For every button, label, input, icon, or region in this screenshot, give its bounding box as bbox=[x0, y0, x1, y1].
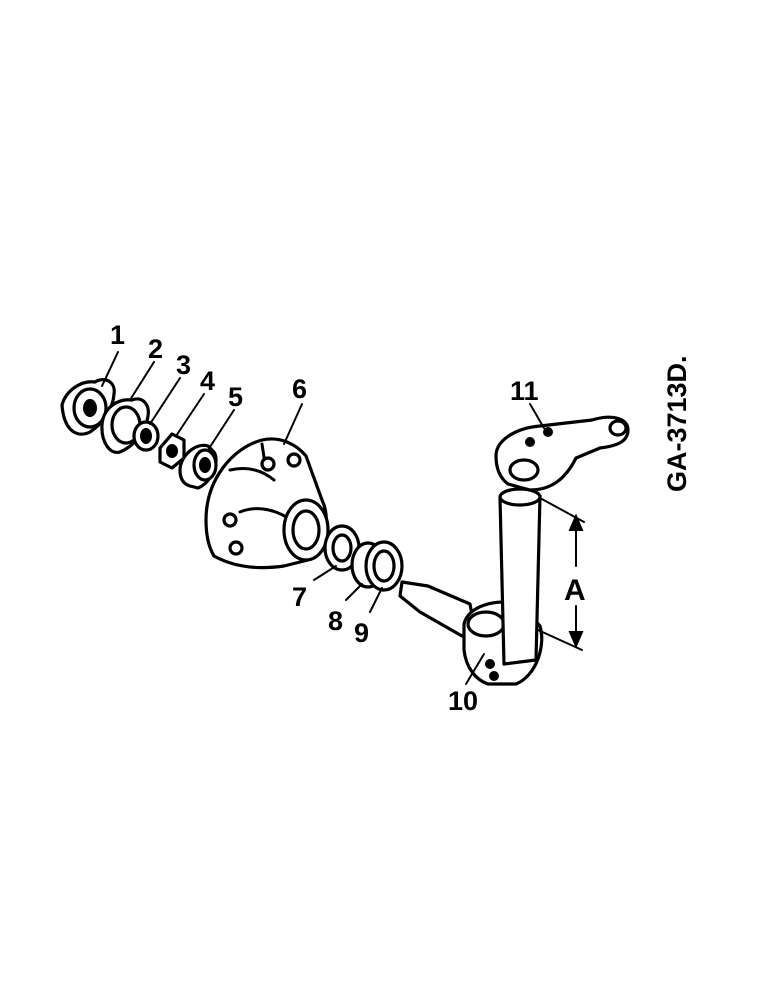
callout-5: 5 bbox=[228, 382, 243, 412]
callout-labels: 1 2 3 4 5 6 7 8 9 10 11 bbox=[110, 320, 539, 716]
callout-8: 8 bbox=[328, 606, 343, 636]
part-5-outer-bearing bbox=[178, 443, 218, 490]
callout-1: 1 bbox=[110, 320, 125, 350]
callout-3: 3 bbox=[176, 350, 191, 380]
part-10-spindle bbox=[398, 487, 544, 686]
part-9-wear-ring bbox=[364, 540, 404, 592]
callout-6: 6 bbox=[292, 374, 307, 404]
callout-9: 9 bbox=[354, 618, 369, 648]
part-7-inner-bearing bbox=[323, 524, 361, 572]
drawing-code: GA-3713D. bbox=[662, 355, 692, 492]
leader-lines bbox=[101, 351, 545, 685]
part-1-hub-cap bbox=[60, 378, 116, 436]
callout-11: 11 bbox=[510, 376, 539, 406]
part-11-steering-arm bbox=[494, 415, 630, 492]
callout-2: 2 bbox=[148, 334, 163, 364]
dimension-label: A bbox=[564, 574, 586, 607]
callout-4: 4 bbox=[200, 366, 215, 396]
callout-10: 10 bbox=[448, 686, 478, 716]
part-3-castle-nut bbox=[132, 420, 160, 452]
callout-7: 7 bbox=[292, 582, 307, 612]
dimension-a-indicator: A bbox=[537, 497, 586, 651]
part-6-wheel-hub bbox=[204, 437, 330, 570]
